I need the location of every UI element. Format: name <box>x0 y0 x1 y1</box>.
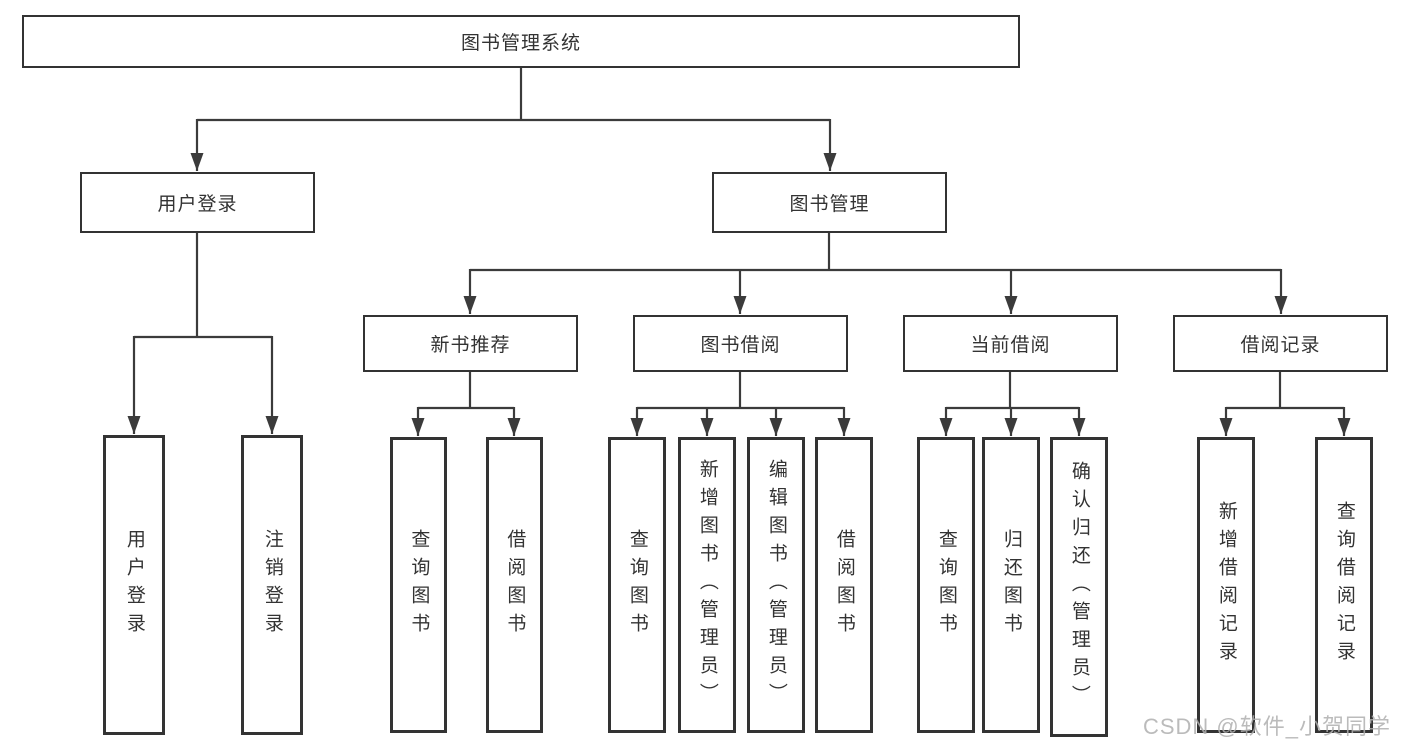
node-current-borrow-label: 当前借阅 <box>970 335 1051 356</box>
leaf-logout-label: 注销登录 <box>261 529 283 641</box>
node-user-login-label: 用户登录 <box>157 194 238 215</box>
node-new-book-recommend: 新书推荐 <box>363 315 578 372</box>
node-book-borrow: 图书借阅 <box>633 315 848 372</box>
leaf-return-books: 归还图书 <box>982 437 1040 733</box>
leaf-query-books-1-label: 查询图书 <box>408 529 430 641</box>
leaf-logout: 注销登录 <box>241 435 303 735</box>
node-book-borrow-label: 图书借阅 <box>700 335 781 356</box>
leaf-add-borrow-record-label: 新增借阅记录 <box>1215 501 1237 669</box>
node-root-label: 图书管理系统 <box>460 33 581 54</box>
node-root-system: 图书管理系统 <box>22 15 1020 68</box>
leaf-query-borrow-record-label: 查询借阅记录 <box>1333 501 1355 669</box>
node-borrow-records: 借阅记录 <box>1173 315 1388 372</box>
leaf-return-books-label: 归还图书 <box>1000 529 1022 641</box>
leaf-confirm-return-admin: 确认归还（管理员） <box>1050 437 1108 737</box>
leaf-query-borrow-record: 查询借阅记录 <box>1315 437 1373 733</box>
leaf-user-login-label: 用户登录 <box>123 529 145 641</box>
node-book-management-label: 图书管理 <box>789 194 870 215</box>
leaf-query-books-3: 查询图书 <box>917 437 975 733</box>
leaf-borrow-books-2-label: 借阅图书 <box>833 529 855 641</box>
leaf-add-borrow-record: 新增借阅记录 <box>1197 437 1255 733</box>
leaf-query-books-3-label: 查询图书 <box>935 529 957 641</box>
leaf-query-books-1: 查询图书 <box>390 437 447 733</box>
leaf-add-books-admin: 新增图书（管理员） <box>678 437 736 733</box>
leaf-add-books-admin-label: 新增图书（管理员） <box>696 459 718 711</box>
node-book-management: 图书管理 <box>712 172 947 233</box>
node-new-book-recommend-label: 新书推荐 <box>430 335 511 356</box>
leaf-user-login: 用户登录 <box>103 435 165 735</box>
node-current-borrow: 当前借阅 <box>903 315 1118 372</box>
leaf-borrow-books-2: 借阅图书 <box>815 437 873 733</box>
leaf-query-books-2-label: 查询图书 <box>626 529 648 641</box>
leaf-borrow-books-1: 借阅图书 <box>486 437 543 733</box>
leaf-confirm-return-admin-label: 确认归还（管理员） <box>1068 461 1090 713</box>
leaf-edit-books-admin-label: 编辑图书（管理员） <box>765 459 787 711</box>
leaf-borrow-books-1-label: 借阅图书 <box>504 529 526 641</box>
leaf-edit-books-admin: 编辑图书（管理员） <box>747 437 805 733</box>
node-borrow-records-label: 借阅记录 <box>1240 335 1321 356</box>
leaf-query-books-2: 查询图书 <box>608 437 666 733</box>
node-user-login: 用户登录 <box>80 172 315 233</box>
